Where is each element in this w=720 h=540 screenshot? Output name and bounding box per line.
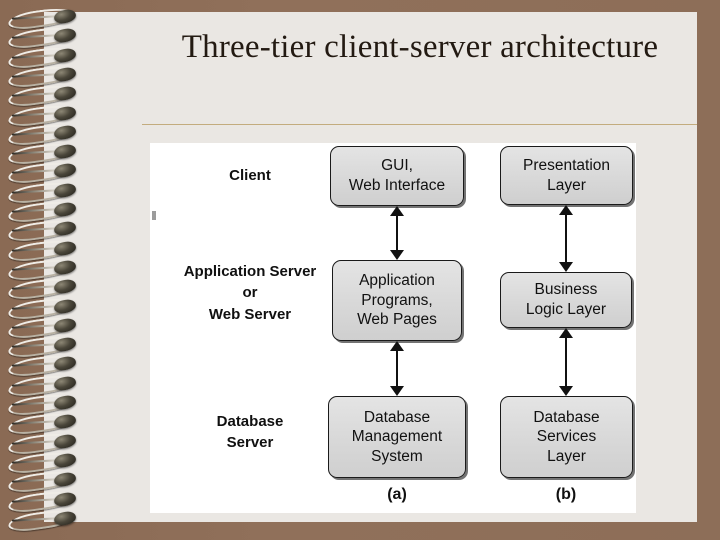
architecture-diagram: Client Application Server or Web Server … — [150, 143, 636, 513]
arrow-shaft — [565, 212, 567, 265]
double-arrow-icon-application-to-dbms — [389, 341, 405, 396]
figure-caption-b: (b) — [555, 486, 577, 503]
arrow-head-up-icon — [390, 341, 404, 351]
arrow-shaft — [396, 348, 398, 389]
edge-artifact — [152, 211, 156, 220]
node-presentation-layer: Presentation Layer — [500, 146, 633, 205]
arrow-head-down-icon — [559, 262, 573, 272]
arrow-head-up-icon — [559, 205, 573, 215]
double-arrow-icon-gui-to-application — [389, 206, 405, 260]
page-title: Three-tier client-server architecture — [181, 29, 659, 65]
double-arrow-icon-business-to-database-services — [558, 328, 574, 396]
figure-caption-a: (a) — [387, 486, 407, 503]
arrow-shaft — [565, 335, 567, 389]
tier-label-application-server: Application Server or Web Server — [183, 263, 317, 323]
arrow-head-down-icon — [390, 250, 404, 260]
arrow-head-up-icon — [559, 328, 573, 338]
arrow-head-down-icon — [559, 386, 573, 396]
arrow-head-up-icon — [390, 206, 404, 216]
tier-label-client: Client — [229, 167, 271, 184]
arrow-shaft — [396, 213, 398, 253]
arrow-head-down-icon — [390, 386, 404, 396]
node-database-services-layer: Database Services Layer — [500, 396, 633, 478]
node-application-programs: Application Programs, Web Pages — [332, 260, 462, 341]
node-gui-web-interface: GUI, Web Interface — [330, 146, 464, 206]
double-arrow-icon-presentation-to-business — [558, 205, 574, 272]
title-divider — [142, 124, 697, 125]
node-database-management-system: Database Management System — [328, 396, 466, 478]
tier-label-database-server: Database Server — [216, 413, 284, 452]
node-business-logic-layer: Business Logic Layer — [500, 272, 632, 328]
